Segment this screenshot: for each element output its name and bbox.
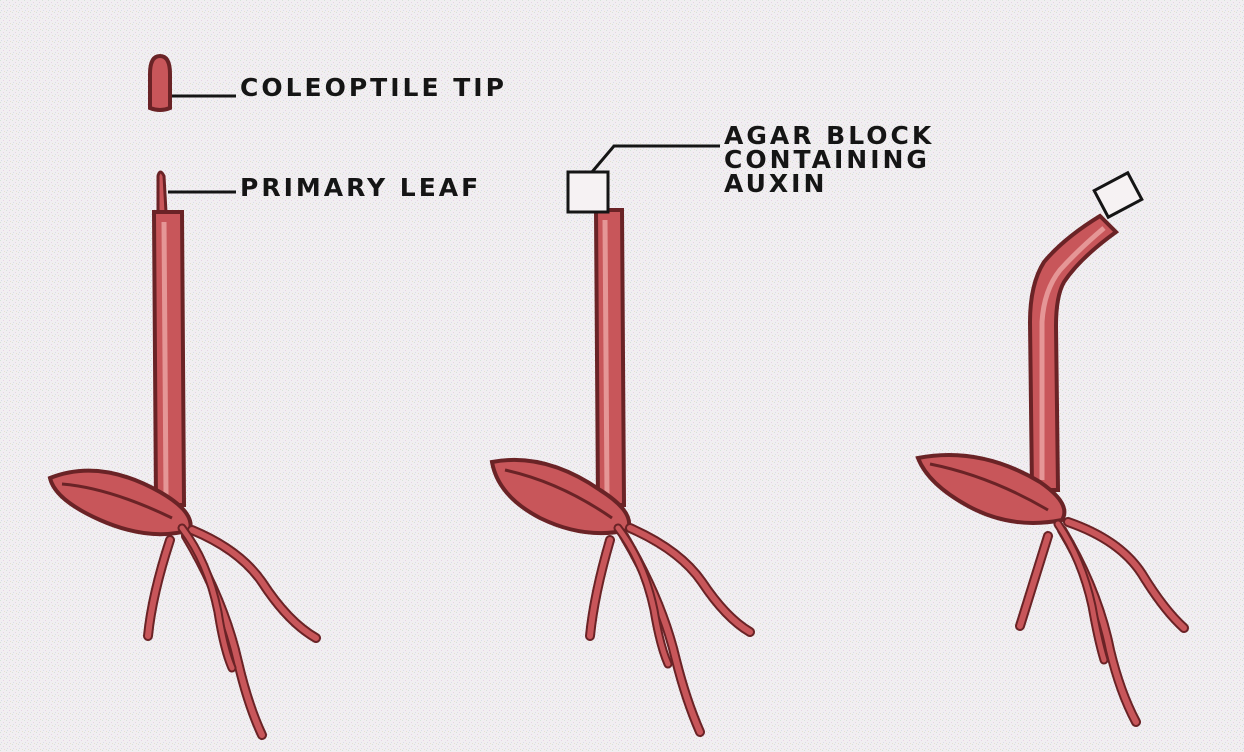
coleoptile-tip-label: COLEOPTILE TIP — [240, 76, 507, 100]
coleoptile-stem — [154, 212, 184, 505]
agar-block — [568, 172, 608, 212]
coleoptile-stem — [596, 210, 624, 505]
agar-block-label-line-3: AUXIN — [724, 172, 934, 196]
primary-leaf — [158, 172, 166, 212]
coleoptile-tip — [150, 56, 170, 110]
primary-leaf-label: PRIMARY LEAF — [240, 176, 481, 200]
agar-block-label: AGAR BLOCK CONTAINING AUXIN — [724, 124, 934, 196]
